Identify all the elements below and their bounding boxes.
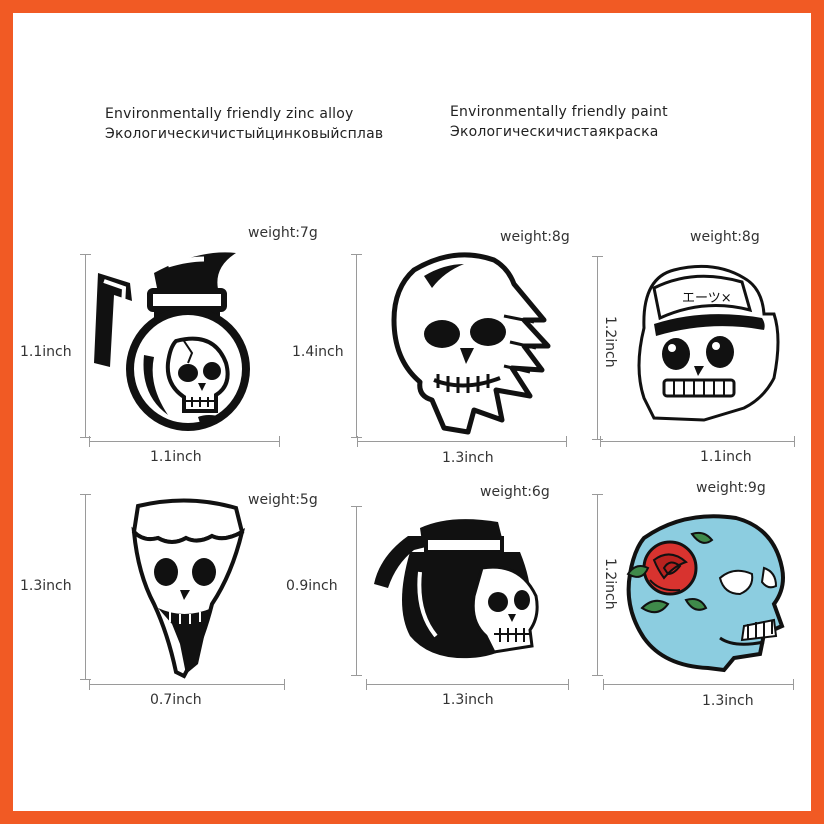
height-tick-top: [80, 494, 91, 495]
material-info-zinc: Environmentally friendly zinc alloy Экол…: [105, 104, 383, 144]
height-tick-bottom: [592, 675, 603, 676]
width-label: 1.3inch: [702, 693, 754, 709]
weight-label: weight:8g: [690, 229, 760, 245]
width-tick-right: [568, 679, 569, 690]
width-tick-left: [366, 679, 367, 690]
width-dimension-line: [366, 684, 569, 685]
height-tick-top: [351, 506, 362, 507]
zinc-alloy-russian: Экологическичистыйцинковыйсплав: [105, 126, 384, 142]
height-label: 0.9inch: [286, 578, 338, 594]
height-label: 1.2inch: [602, 316, 618, 368]
height-tick-top: [592, 494, 603, 495]
height-tick-top: [351, 254, 362, 255]
weight-label: weight:8g: [500, 229, 570, 245]
width-label: 1.1inch: [700, 449, 752, 465]
rose-skull-pin-image: [626, 514, 785, 673]
width-tick-right: [794, 436, 795, 447]
width-dimension-line: [603, 684, 794, 685]
width-label: 0.7inch: [150, 692, 202, 708]
width-tick-right: [279, 436, 280, 447]
width-tick-left: [89, 679, 90, 690]
width-dimension-line: [89, 684, 285, 685]
width-tick-left: [357, 436, 358, 447]
height-tick-bottom: [80, 679, 91, 680]
width-tick-right: [566, 436, 567, 447]
coffee-pot-skull-pin-image: [374, 519, 539, 659]
width-tick-right: [284, 679, 285, 690]
cap-text: エーツ×: [682, 291, 732, 306]
height-label: 1.3inch: [20, 578, 72, 594]
width-tick-left: [600, 436, 601, 447]
width-tick-right: [793, 679, 794, 690]
height-tick-bottom: [80, 437, 91, 438]
width-tick-left: [603, 679, 604, 690]
pizza-skull-pin-image: [131, 498, 245, 679]
width-dimension-line: [89, 441, 280, 442]
skull-with-cap-pin-image: エーツ×: [637, 264, 780, 422]
height-tick-top: [80, 254, 91, 255]
dripping-skull-pin-image: [391, 252, 551, 435]
weight-label: weight:6g: [480, 484, 550, 500]
height-dimension-line: [85, 494, 86, 680]
width-label: 1.3inch: [442, 450, 494, 466]
width-dimension-line: [600, 441, 795, 442]
height-dimension-line: [85, 254, 86, 438]
height-label: 1.1inch: [20, 344, 72, 360]
paint-russian: Экологическичистаякраска: [450, 124, 659, 140]
height-tick-bottom: [351, 675, 362, 676]
zinc-alloy-english: Environmentally friendly zinc alloy: [105, 106, 354, 122]
width-tick-left: [89, 436, 90, 447]
height-dimension-line: [356, 254, 357, 438]
height-dimension-line: [356, 506, 357, 676]
width-dimension-line: [357, 441, 567, 442]
height-tick-bottom: [351, 437, 362, 438]
height-label: 1.2inch: [602, 558, 618, 610]
height-tick-bottom: [592, 439, 603, 440]
height-dimension-line: [597, 256, 598, 440]
width-label: 1.3inch: [442, 692, 494, 708]
height-tick-top: [592, 256, 603, 257]
paint-english: Environmentally friendly paint: [450, 104, 668, 120]
material-info-paint: Environmentally friendly paint Экологиче…: [450, 102, 668, 142]
height-dimension-line: [597, 494, 598, 676]
skull-coffee-pot-pin-image: [94, 252, 250, 431]
width-label: 1.1inch: [150, 449, 202, 465]
weight-label: weight:7g: [248, 225, 318, 241]
weight-label: weight:9g: [696, 480, 766, 496]
weight-label: weight:5g: [248, 492, 318, 508]
height-label: 1.4inch: [292, 344, 344, 360]
